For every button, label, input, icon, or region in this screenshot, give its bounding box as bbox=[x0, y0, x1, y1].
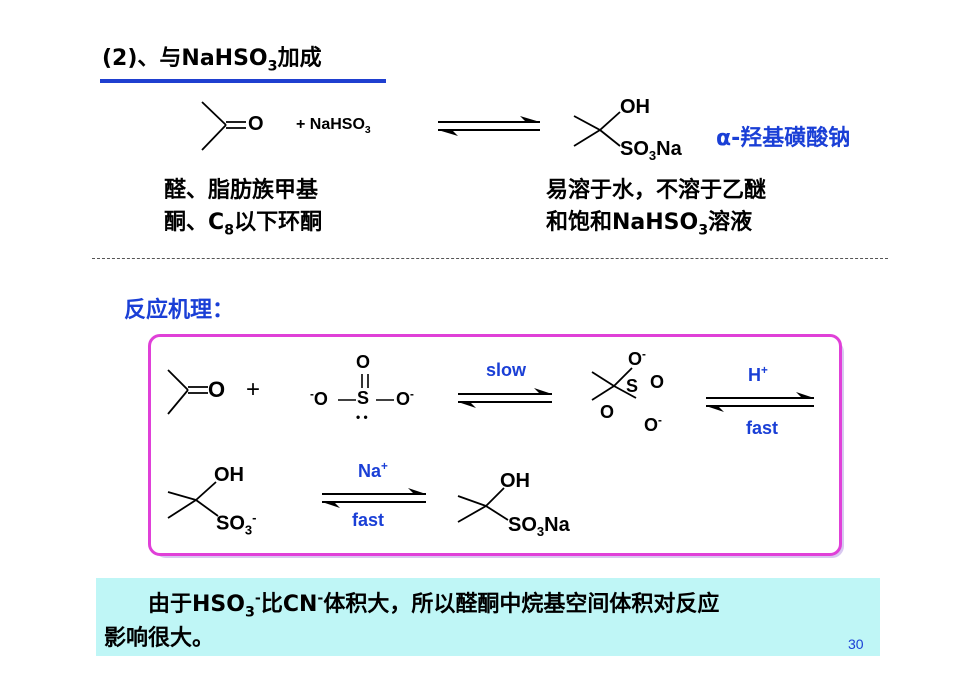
note-right-1: 易溶于水，不溶于乙醚 bbox=[546, 178, 767, 203]
reaction-bonds bbox=[201, 101, 621, 151]
inter-o-bottom: O- bbox=[644, 414, 662, 435]
product-name: α-羟基磺酸钠 bbox=[716, 126, 851, 151]
section-title: (2)、与NaHSO3加成 bbox=[102, 46, 322, 75]
carbonyl-o: O bbox=[248, 113, 264, 135]
inter-o-top: O- bbox=[628, 348, 646, 369]
h-plus-label: H+ bbox=[748, 364, 768, 385]
fast-label-1: fast bbox=[746, 418, 779, 438]
mech-so3: SO3- bbox=[216, 510, 257, 538]
footer-line-1: 由于HSO3-比CN-体积大，所以醛酮中烷基空间体积对反应 bbox=[148, 590, 720, 621]
inter-o-left: O bbox=[600, 402, 615, 422]
product-oh: OH bbox=[620, 96, 650, 118]
sulfite-top-o: O bbox=[356, 352, 371, 372]
sulfite-s: S bbox=[357, 388, 370, 408]
sulfite-right-o: O- bbox=[396, 388, 414, 409]
page-number: 30 bbox=[848, 636, 864, 652]
note-right-2: 和饱和NaHSO3溶液 bbox=[546, 210, 753, 239]
footer-line-2: 影响很大。 bbox=[104, 626, 215, 651]
mech-carbonyl-o: O bbox=[208, 377, 226, 402]
section-divider bbox=[92, 258, 888, 259]
footer-note-box bbox=[96, 578, 880, 656]
nahso3-reagent: + NaHSO3 bbox=[296, 116, 371, 137]
note-left-2: 酮、C8以下环酮 bbox=[164, 210, 323, 239]
product-so3na: SO3Na bbox=[620, 138, 682, 163]
final-so3na: SO3Na bbox=[508, 514, 570, 539]
sulfite-left-o: -O bbox=[310, 388, 328, 409]
fast-label-2: fast bbox=[352, 510, 385, 530]
mechanism-heading: 反应机理： bbox=[124, 298, 235, 323]
lone-pair: • • bbox=[356, 410, 368, 424]
note-left-1: 醛、脂肪族甲基 bbox=[164, 178, 319, 203]
title-underline bbox=[100, 79, 386, 83]
inter-s: S bbox=[626, 376, 639, 396]
slow-label: slow bbox=[486, 360, 527, 380]
final-oh: OH bbox=[500, 470, 530, 492]
inter-o-right: O bbox=[650, 372, 665, 392]
mech-plus: + bbox=[246, 376, 261, 403]
na-plus-label: Na+ bbox=[358, 460, 388, 481]
mech-oh: OH bbox=[214, 464, 244, 486]
mechanism-box bbox=[148, 334, 842, 556]
